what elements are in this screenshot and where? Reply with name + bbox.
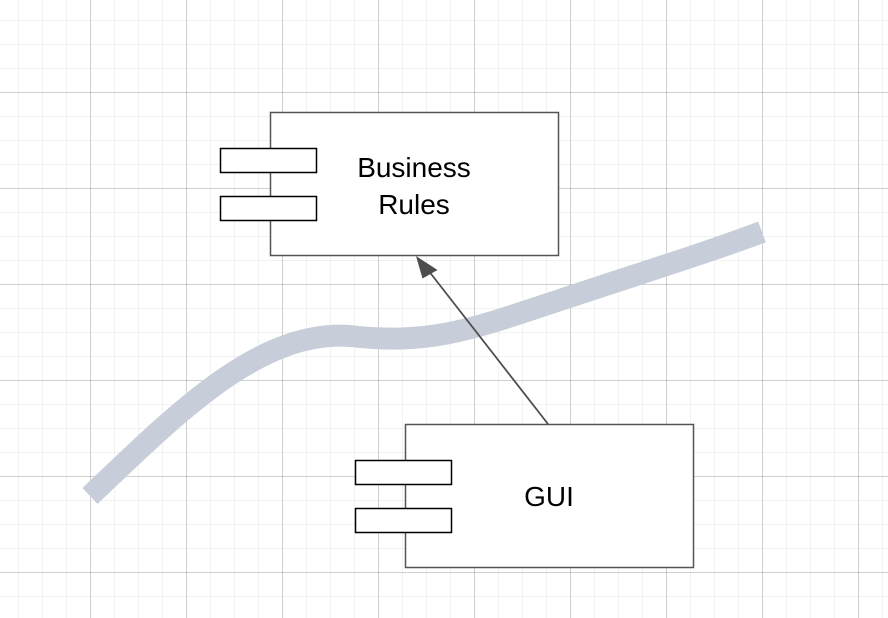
business-rules-port-bottom (219, 195, 318, 222)
dependency-arrow[interactable] (416, 256, 549, 425)
business-rules-body[interactable] (269, 111, 560, 257)
business-rules-port-top (219, 147, 318, 174)
boundary-curve[interactable] (82, 221, 766, 504)
gui-port-top (354, 459, 453, 486)
dependency-arrowhead (416, 256, 438, 279)
gui-component[interactable] (354, 423, 695, 569)
gui-label: GUI (524, 480, 574, 512)
gui-body[interactable] (404, 423, 695, 569)
gui-port-bottom (354, 507, 453, 534)
dependency-arrow-line[interactable] (427, 269, 549, 425)
business-rules-label: Business Rules (357, 152, 471, 220)
business-rules-component[interactable] (219, 111, 560, 257)
